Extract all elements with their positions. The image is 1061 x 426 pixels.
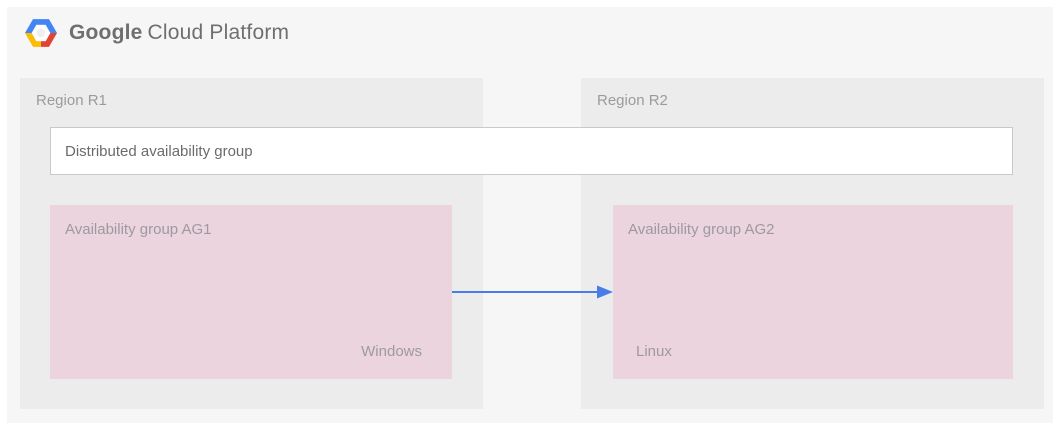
availability-group-ag1-box: Availability group AG1 Windows [50,205,452,379]
gcp-logo-icon [25,19,57,47]
brand-google: Google [69,21,143,44]
region-r1-label: Region R1 [36,92,107,109]
ag1-os-label: Windows [361,343,422,360]
availability-group-ag2-label: Availability group AG2 [628,221,775,238]
availability-group-ag2-box: Availability group AG2 Linux [613,205,1013,379]
availability-group-ag1-label: Availability group AG1 [65,221,212,238]
distributed-availability-group-label: Distributed availability group [65,142,253,160]
distributed-availability-group-box: Distributed availability group [50,127,1013,175]
brand-cloud-platform: Cloud Platform [147,21,290,44]
region-r2-label: Region R2 [597,92,668,109]
replication-arrow [452,285,613,299]
ag2-os-label: Linux [636,343,672,360]
